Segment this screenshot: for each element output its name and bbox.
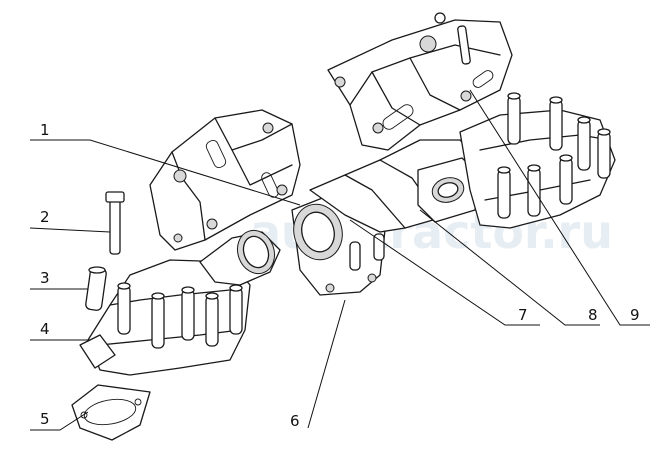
callout-labels: 1 2 3 4 5 6 7 8 9 [40,121,640,430]
heat-shield-left [149,109,301,251]
callout-8: 8 [588,306,598,324]
callout-4: 4 [40,320,50,338]
leader-lines [29,89,650,431]
exhaust-manifold-front [79,229,281,376]
callout-2: 2 [40,208,50,226]
callout-9: 9 [630,306,640,324]
callout-7: 7 [518,306,528,324]
heat-shield-right [327,12,513,151]
exhaust-manifold-center [309,139,481,233]
bolt [105,191,125,255]
spacer-sleeve [85,266,107,311]
callout-3: 3 [40,269,50,287]
gasket [71,384,151,441]
callout-5: 5 [40,410,50,428]
exhaust-manifold-rear [459,92,616,229]
callout-1: 1 [40,121,50,139]
callout-6: 6 [290,412,300,430]
